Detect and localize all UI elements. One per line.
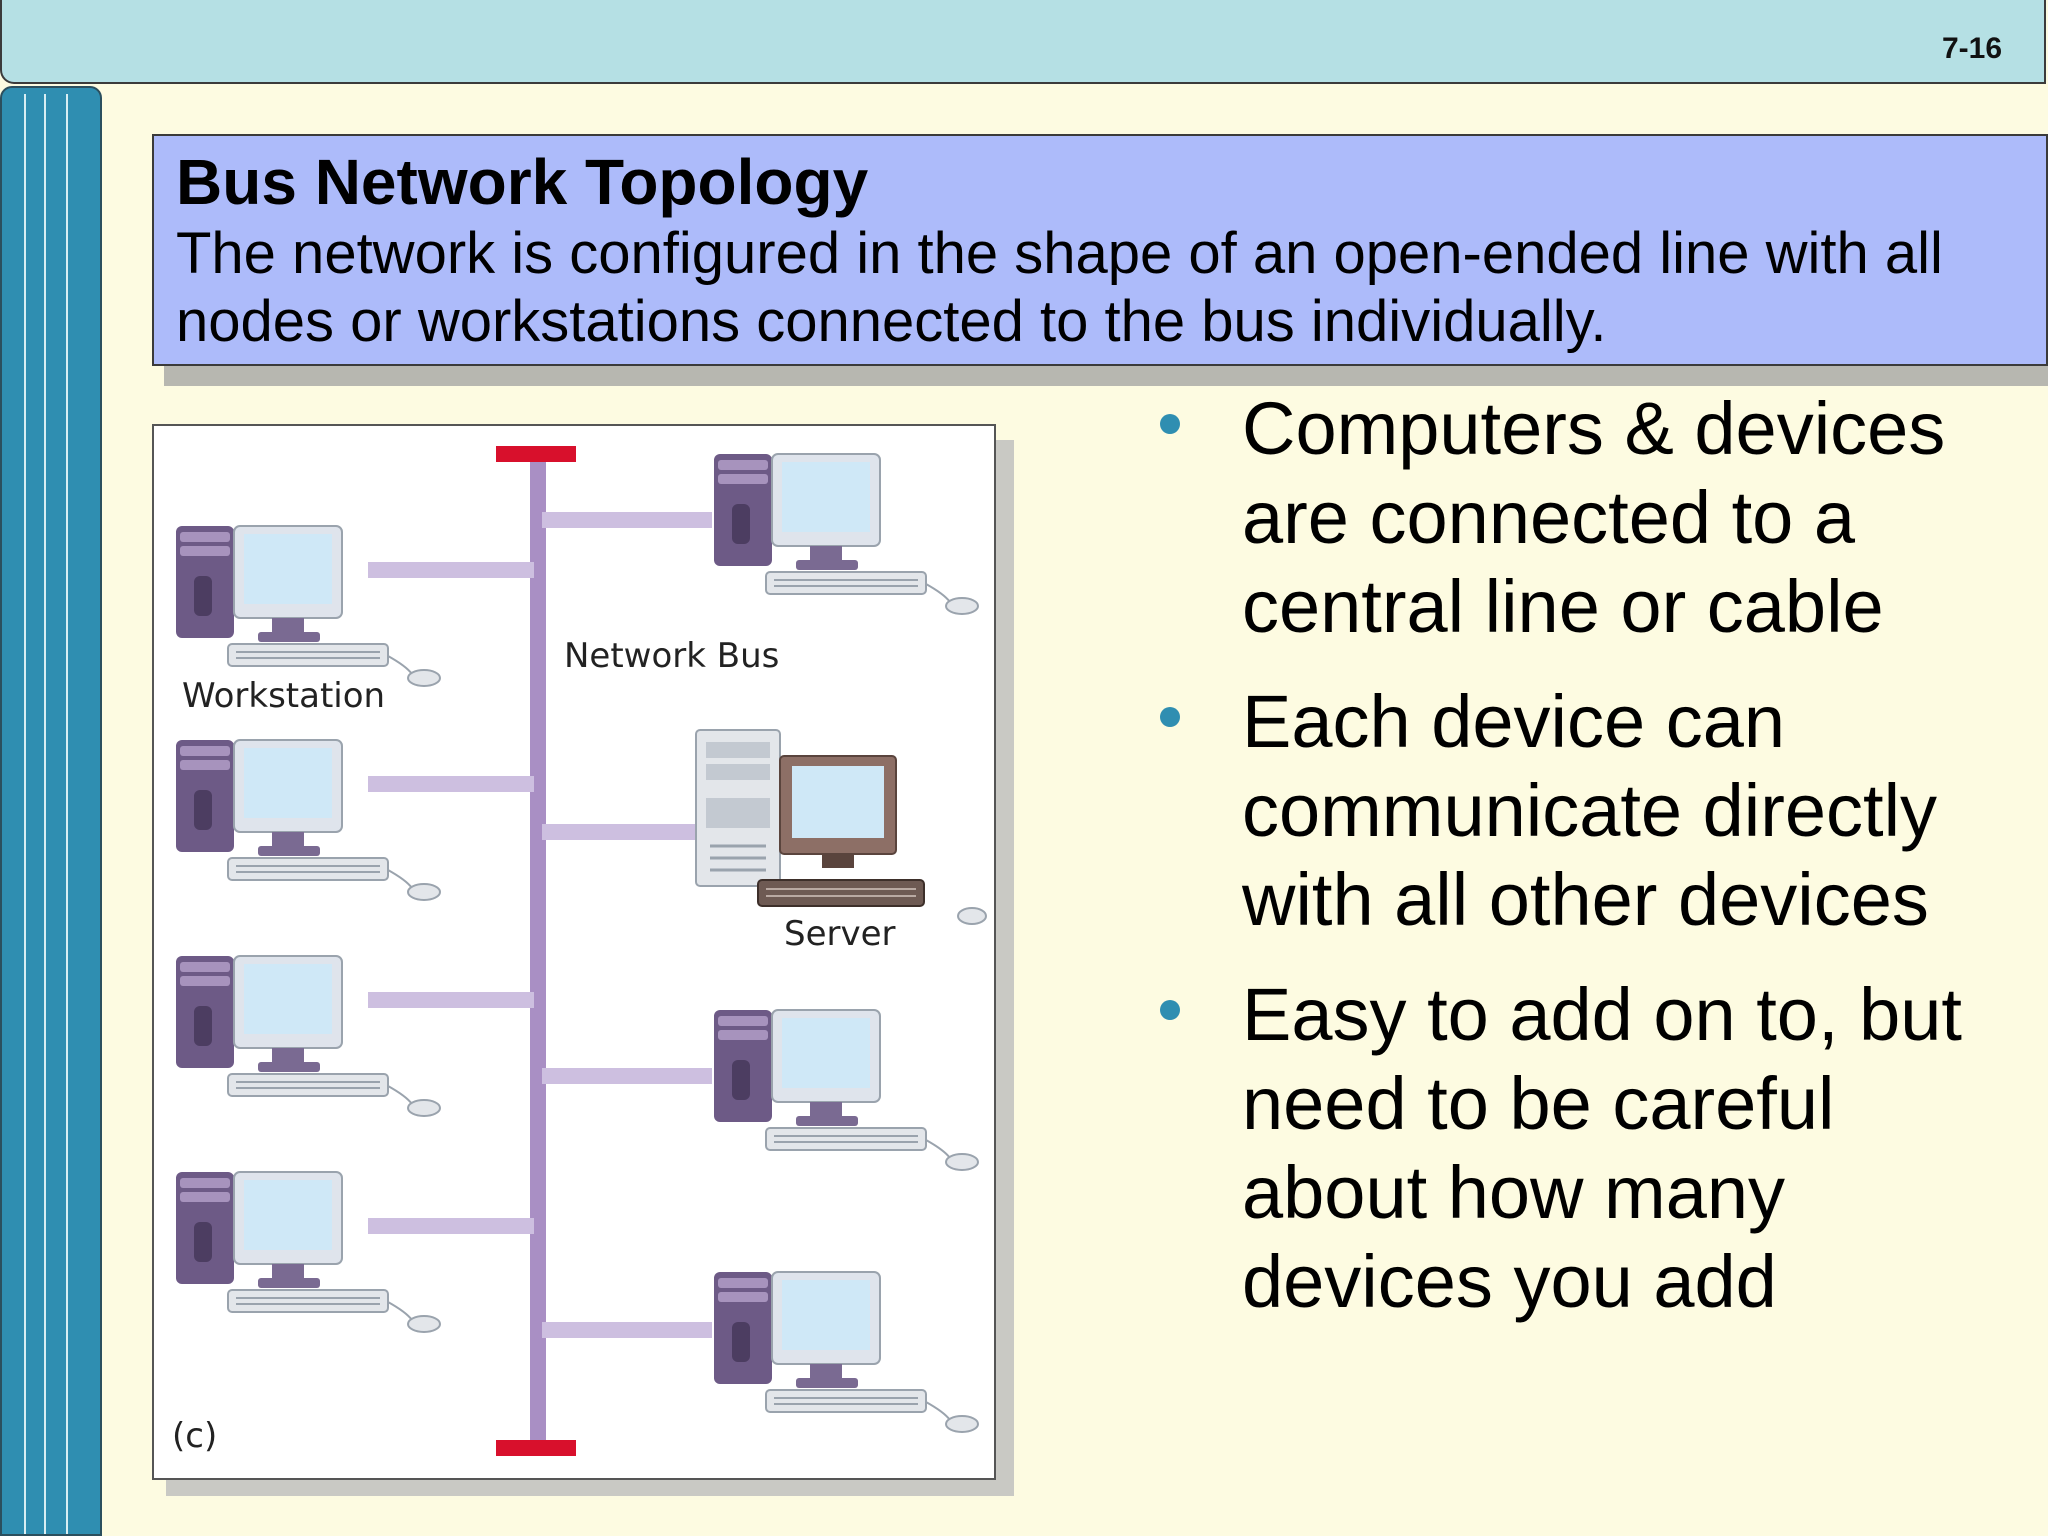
slide-subtitle: The network is configured in the shape o… bbox=[176, 221, 1943, 354]
bullet-dot-icon bbox=[1160, 707, 1180, 727]
bullet-dot-icon bbox=[1160, 414, 1180, 434]
bus-topology-diagram: Workstation Network Bus Server (c) bbox=[152, 424, 996, 1480]
bullet-text: Computers & devices are connected to a c… bbox=[1242, 387, 1946, 648]
workstation-computer bbox=[175, 739, 441, 901]
bullet-text: Each device can communicate directly wit… bbox=[1242, 680, 1938, 941]
workstation-computer bbox=[713, 453, 979, 615]
left-bar-stripe bbox=[44, 94, 46, 1534]
server-computer bbox=[695, 729, 987, 925]
workstation-computer bbox=[713, 1009, 979, 1171]
slide-title: Bus Network Topology bbox=[176, 146, 869, 218]
bullet-item: Computers & devices are connected to a c… bbox=[1160, 384, 2040, 651]
panel-label: (c) bbox=[172, 1416, 218, 1456]
slide-number: 7-16 bbox=[1941, 32, 2002, 65]
server-label: Server bbox=[784, 914, 896, 954]
workstation-computer bbox=[175, 1171, 441, 1333]
bus-topology-graphic bbox=[175, 446, 987, 1456]
bullet-item: Easy to add on to, but need to be carefu… bbox=[1160, 970, 2040, 1326]
bullet-dot-icon bbox=[1160, 1000, 1180, 1020]
title-box: Bus Network Topology The network is conf… bbox=[152, 134, 2048, 366]
bullet-text: Easy to add on to, but need to be carefu… bbox=[1242, 973, 1962, 1323]
left-bar-stripe bbox=[66, 94, 68, 1534]
workstation-computer bbox=[175, 525, 441, 687]
bullet-item: Each device can communicate directly wit… bbox=[1160, 677, 2040, 944]
workstation-computer bbox=[713, 1271, 979, 1433]
bus-terminator-bottom bbox=[496, 1440, 576, 1456]
workstation-computer bbox=[175, 955, 441, 1117]
left-decorative-bar bbox=[0, 86, 102, 1536]
network-bus-line bbox=[530, 454, 546, 1450]
workstation-label: Workstation bbox=[182, 676, 386, 716]
top-header-band: 7-16 bbox=[0, 0, 2046, 84]
network-bus-label: Network Bus bbox=[564, 636, 780, 676]
bus-terminator-top bbox=[496, 446, 576, 462]
bullet-list: Computers & devices are connected to a c… bbox=[1160, 384, 2040, 1352]
left-bar-stripe bbox=[24, 94, 26, 1534]
